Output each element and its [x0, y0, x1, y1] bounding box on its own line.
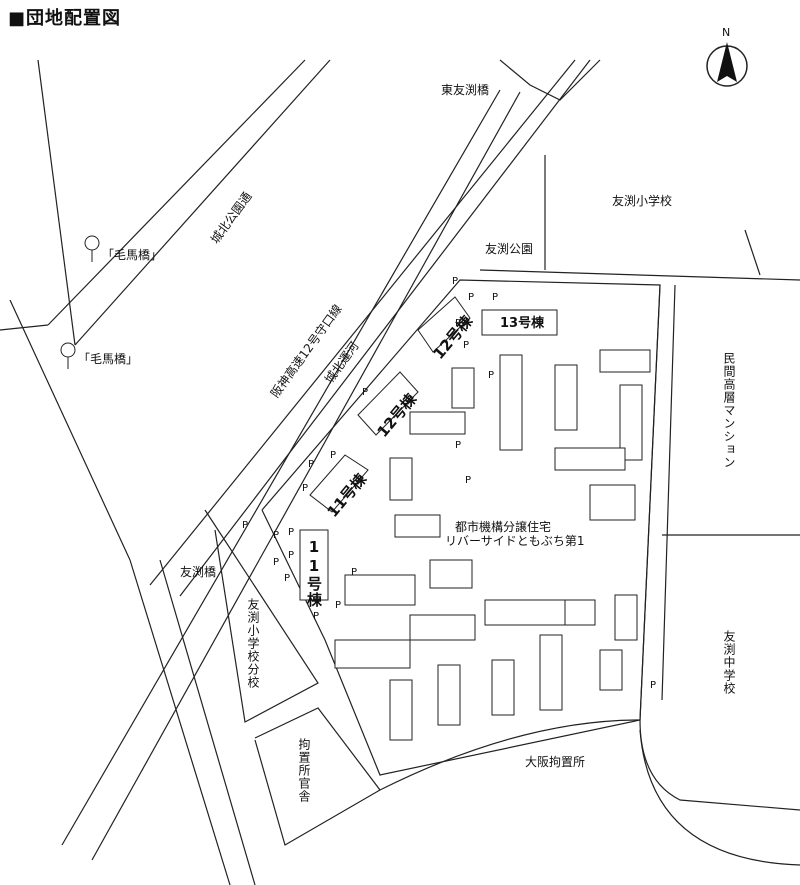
parking-icon: P	[242, 520, 249, 531]
housing-block	[409, 411, 466, 435]
compass-north-label: N	[722, 26, 731, 39]
building-11-diag	[309, 454, 369, 513]
parking-icon: P	[465, 475, 472, 486]
road-line	[149, 59, 576, 586]
road-line	[9, 299, 131, 561]
housing-block	[614, 594, 638, 641]
label-kema-bashi-2: 「毛馬橋」	[78, 352, 139, 366]
building-13-label: 13号棟	[500, 316, 545, 331]
label-ur-housing-line1: 都市機構分譲住宅	[455, 520, 552, 534]
parking-icon: P	[455, 318, 462, 329]
housing-block	[619, 384, 643, 461]
housing-block	[499, 354, 523, 451]
parking-icon: P	[452, 276, 459, 287]
parking-icon: P	[288, 527, 295, 538]
building-12	[357, 371, 419, 436]
road-line	[159, 559, 256, 885]
parking-icon: P	[302, 483, 309, 494]
parking-icon: P	[335, 600, 342, 611]
bus-stop-icon	[84, 235, 100, 251]
road-line	[639, 729, 800, 866]
parking-icon: P	[330, 450, 337, 461]
label-higashi-tomobuchi-bashi: 東友渕橋	[441, 83, 490, 97]
housing-block	[599, 349, 651, 373]
road-line	[74, 59, 331, 346]
road-line	[47, 59, 306, 326]
label-elementary-branch: 友渕小学校分校	[246, 598, 260, 689]
parking-icon: P	[284, 573, 291, 584]
building-11-vert	[299, 529, 329, 601]
label-tomobuchi-elementary: 友渕小学校	[612, 194, 673, 208]
road-line	[479, 269, 800, 281]
road-line	[61, 89, 501, 846]
housing-block	[389, 679, 413, 741]
housing-block	[484, 599, 566, 626]
housing-block	[599, 649, 623, 691]
label-kema-bashi-1: 「毛馬橋」	[102, 248, 163, 262]
parking-icon: P	[463, 340, 470, 351]
building-11-vert-label: 11号棟	[305, 538, 323, 608]
parking-icon: P	[288, 550, 295, 561]
label-tomobuchi-park: 友渕公園	[485, 242, 534, 256]
parking-icon: P	[492, 292, 499, 303]
parking-icon: P	[273, 557, 280, 568]
parking-icon: P	[273, 530, 280, 541]
label-osaka-detention: 大阪拘置所	[525, 755, 586, 769]
label-private-mansion: 民間高層マンション	[722, 352, 736, 469]
road-line	[91, 91, 521, 861]
housing-block	[589, 484, 636, 521]
road-line	[129, 559, 231, 885]
housing-block	[564, 599, 596, 626]
parking-icon: P	[650, 680, 657, 691]
housing-block	[539, 634, 563, 711]
housing-block	[394, 514, 441, 538]
building-13	[481, 309, 558, 336]
housing-block	[389, 457, 413, 501]
label-tomobuchi-bashi: 友渕橋	[180, 565, 217, 579]
housing-block	[554, 447, 626, 471]
parking-icon: P	[313, 611, 320, 622]
compass-icon	[706, 42, 748, 87]
road-line	[661, 284, 676, 701]
building-12-upper	[417, 296, 471, 353]
road-line	[37, 59, 76, 346]
parking-icon: P	[362, 387, 369, 398]
parking-icon: P	[351, 567, 358, 578]
housing-block	[344, 574, 416, 606]
parking-icon: P	[488, 370, 495, 381]
housing-block	[491, 659, 515, 716]
housing-block	[437, 664, 461, 726]
parking-icon: P	[468, 292, 475, 303]
bus-stop-icon	[60, 342, 76, 358]
label-ur-housing-line2: リバーサイドともぶち第1	[445, 534, 585, 548]
road-line	[0, 324, 49, 331]
label-detention-housing: 拘置所官舎	[297, 738, 311, 803]
housing-block	[334, 639, 411, 669]
housing-block	[451, 367, 475, 409]
housing-block	[429, 559, 473, 589]
parking-icon: P	[455, 440, 462, 451]
road-line	[499, 59, 601, 101]
parking-icon: P	[308, 459, 315, 470]
road-line	[379, 719, 800, 811]
road-line	[179, 59, 591, 597]
housing-block	[409, 614, 476, 641]
road-line	[744, 229, 761, 276]
plot-outline	[204, 509, 319, 723]
site-boundary	[261, 279, 661, 776]
housing-block	[554, 364, 578, 431]
map-title: ■団地配置図	[8, 8, 122, 29]
label-tomobuchi-junior-high: 友渕中学校	[722, 630, 736, 695]
